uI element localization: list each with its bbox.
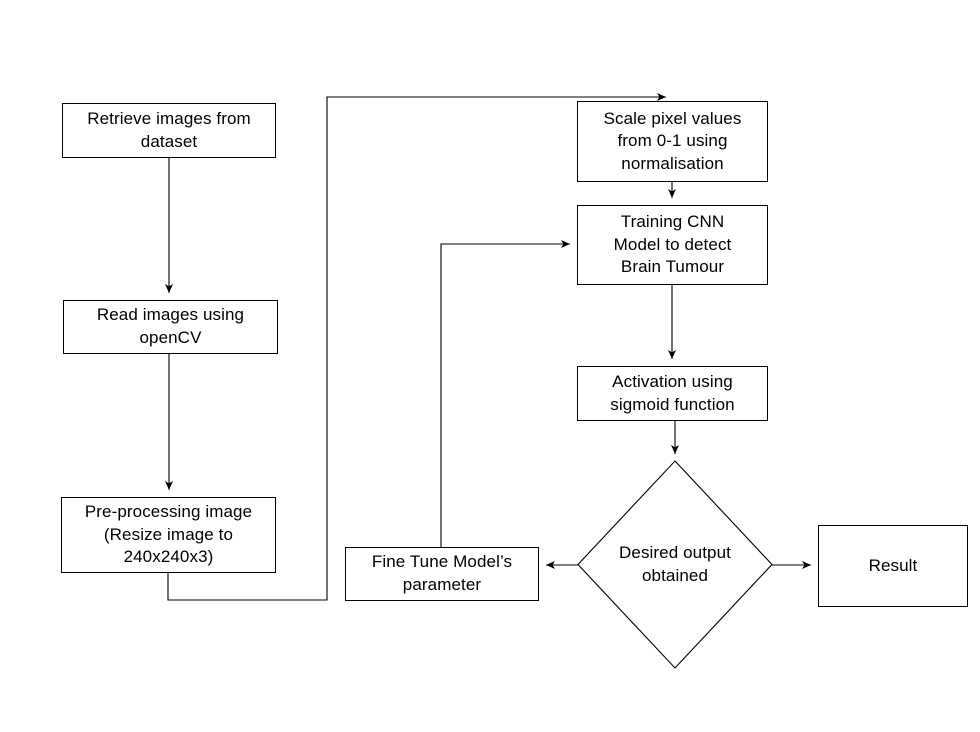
node-label: Activation using sigmoid function [610, 371, 735, 414]
node-activation-sigmoid[interactable]: Activation using sigmoid function [577, 366, 768, 421]
node-read-images[interactable]: Read images using openCV [63, 300, 278, 354]
node-label: Read images using openCV [96, 305, 245, 347]
node-scale-pixel-values[interactable]: Scale pixel values from 0-1 using normal… [577, 101, 768, 182]
node-label: Fine Tune Model’s parameter [371, 552, 513, 594]
node-retrieve-images[interactable]: Retrieve images from dataset [62, 103, 276, 158]
node-label: Scale pixel values from 0-1 using normal… [603, 108, 742, 173]
node-result[interactable]: Result [818, 525, 968, 607]
node-decision-desired-output[interactable]: Desired output obtained [578, 461, 772, 668]
node-label: Pre-processing image (Resize image to 24… [84, 502, 253, 567]
node-fine-tune-parameters[interactable]: Fine Tune Model’s parameter [345, 547, 539, 601]
node-preprocessing[interactable]: Pre-processing image (Resize image to 24… [61, 497, 276, 573]
node-label: Retrieve images from dataset [87, 108, 251, 151]
node-label: Result [868, 555, 918, 575]
node-label: Training CNN Model to detect Brain Tumou… [613, 212, 732, 277]
node-label: Desired output obtained [619, 542, 731, 585]
node-training-cnn-model[interactable]: Training CNN Model to detect Brain Tumou… [577, 205, 768, 285]
